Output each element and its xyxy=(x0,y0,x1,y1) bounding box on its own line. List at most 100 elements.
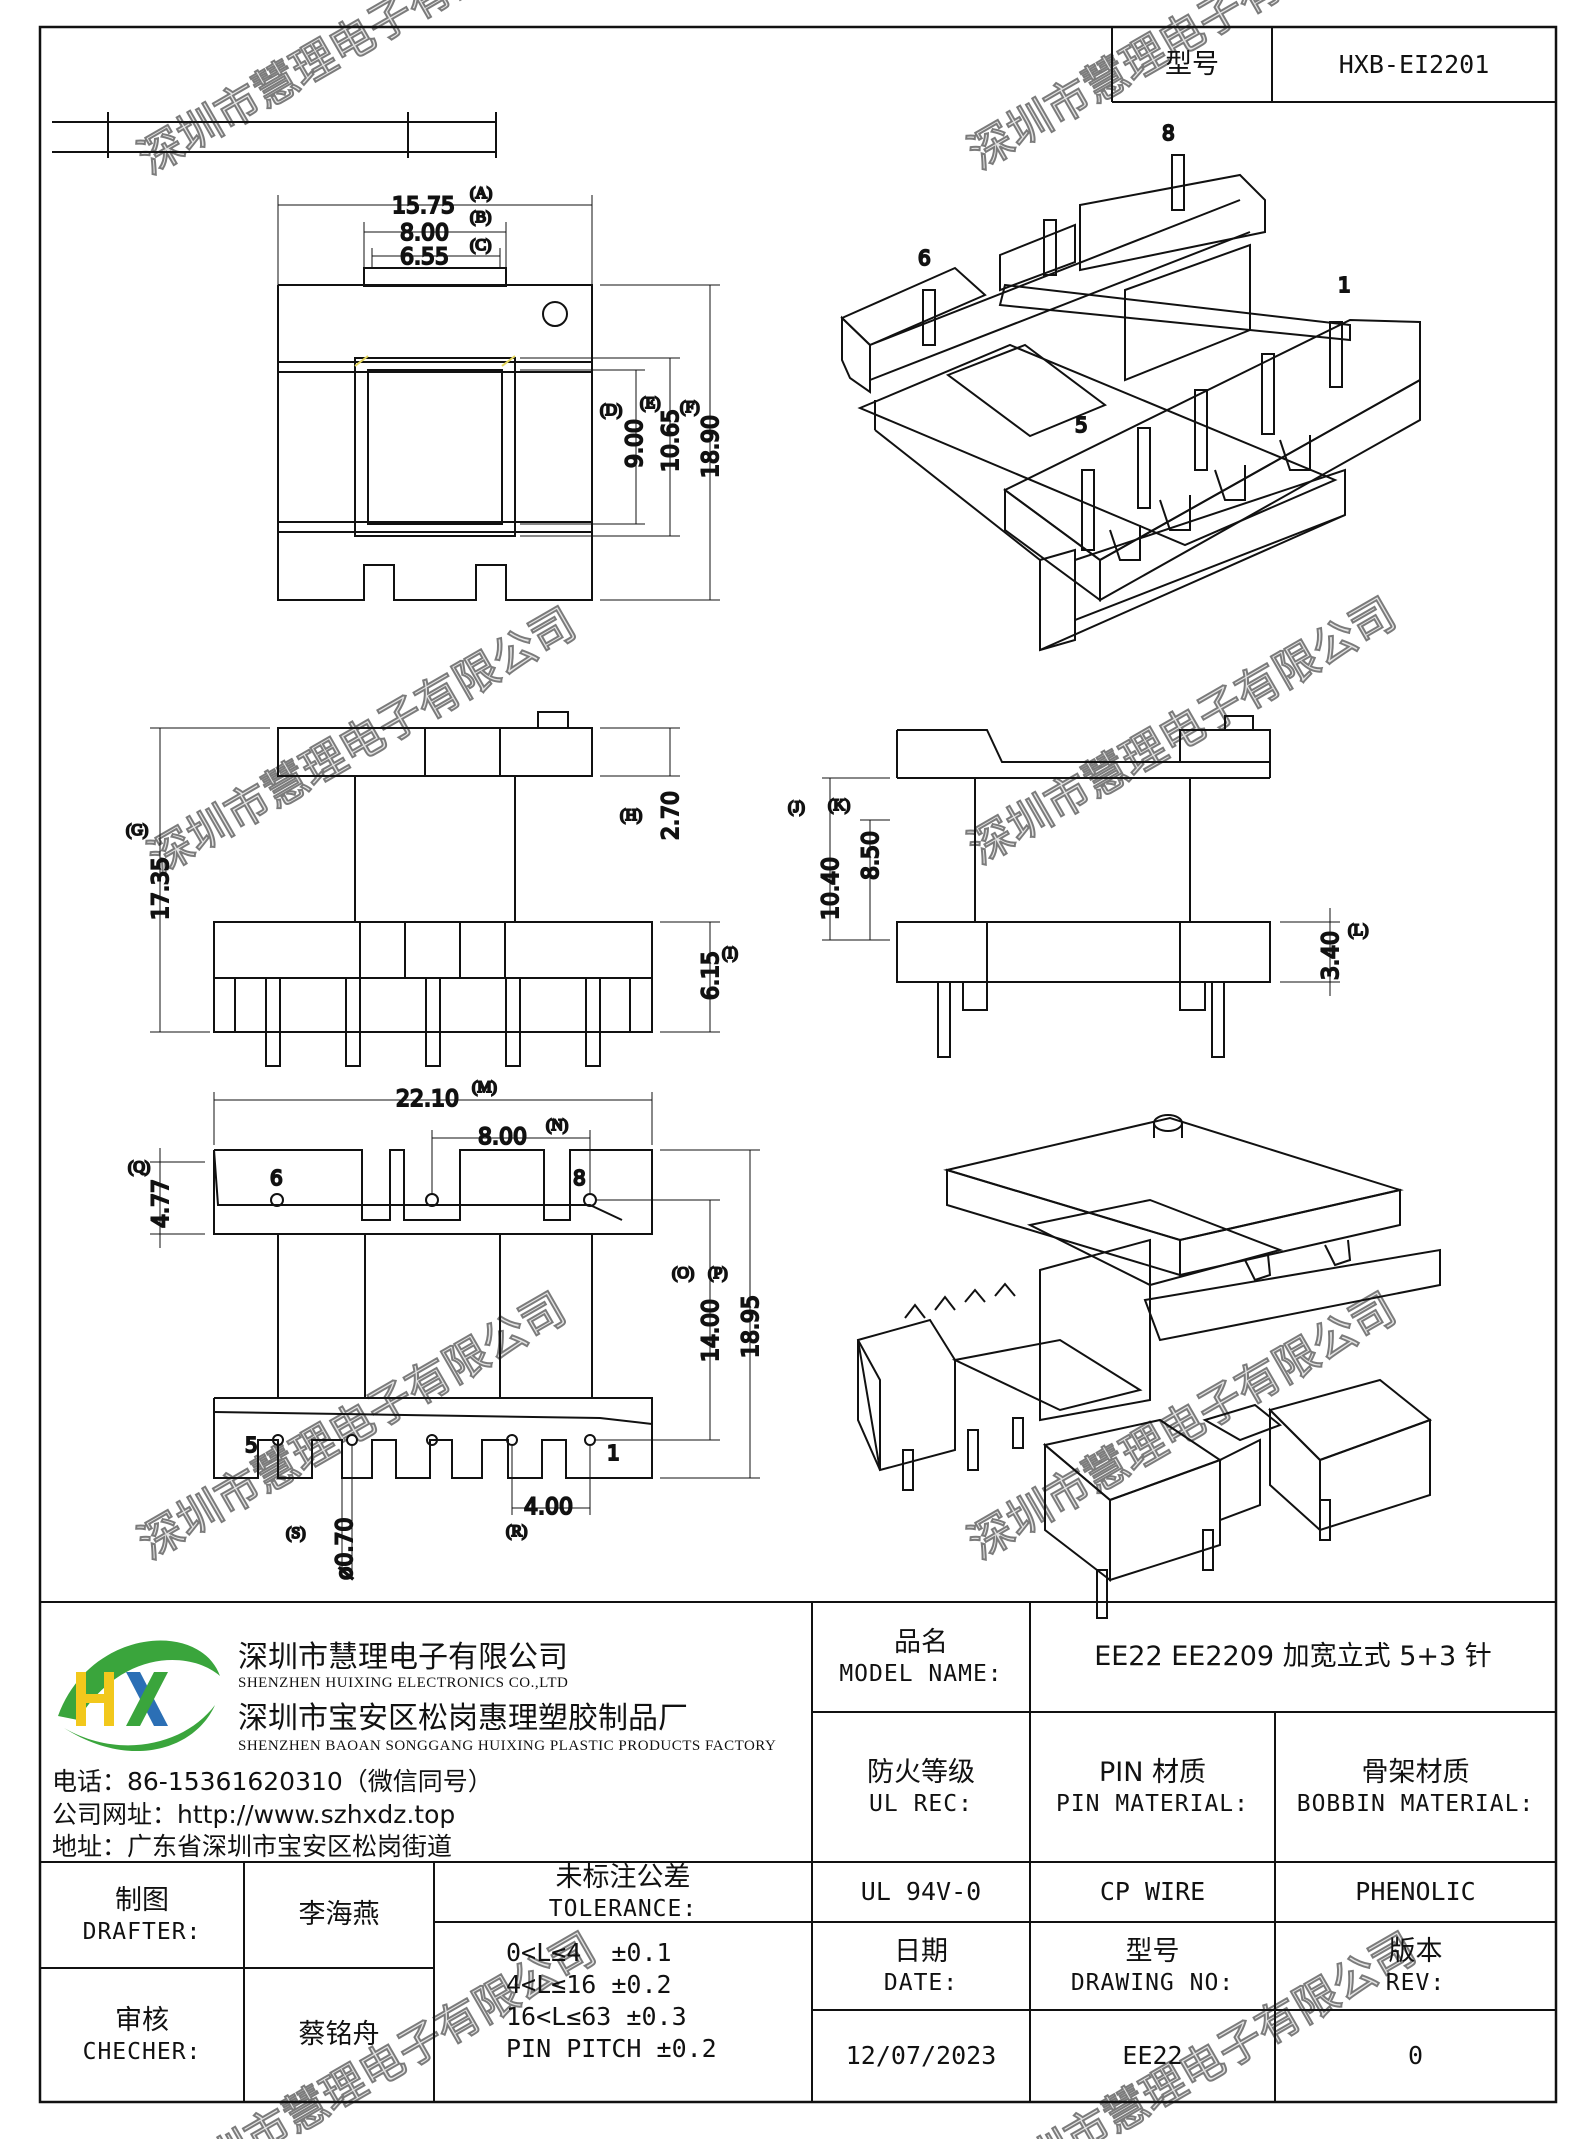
tolerance-label-cn: 未标注公差 xyxy=(555,1861,691,1893)
bottom-view xyxy=(150,1092,760,1575)
dim-a-value: 15.75 xyxy=(392,194,455,219)
dim-i-value: 6.15 xyxy=(699,951,724,1000)
checker-name: 蔡铭舟 xyxy=(298,2019,380,2051)
drawing-no-label-cn: 型号 xyxy=(1125,1935,1180,1967)
product-name-label: 品名 MODEL NAME: xyxy=(812,1602,1030,1712)
dim-k-value: 8.50 xyxy=(859,831,884,880)
product-name-value: EE22 EE2209 加宽立式 5+3 针 xyxy=(1094,1641,1492,1673)
dim-n-value: 8.00 xyxy=(478,1125,527,1150)
dim-j-value: 10.40 xyxy=(819,857,844,920)
tolerance-label-en: TOLERANCE: xyxy=(548,1895,698,1922)
tolerance-line-3: 16<L≤63 ±0.3 xyxy=(506,2002,687,2031)
drawing-no-label: 型号 DRAWING NO: xyxy=(1030,1922,1275,2010)
pin-material-label: PIN 材质 PIN MATERIAL: xyxy=(1030,1712,1275,1862)
dim-f-tag: (F) xyxy=(680,399,700,416)
fire-rating-label: 防火等级 UL REC: xyxy=(812,1712,1030,1862)
dim-c-value: 6.55 xyxy=(400,245,449,270)
dim-p-value: 18.95 xyxy=(739,1295,764,1358)
dim-o-tag: (O) xyxy=(672,1265,694,1282)
dim-c-tag: (C) xyxy=(470,237,491,254)
bobbin-material-label-en: BOBBIN MATERIAL: xyxy=(1296,1790,1535,1817)
rev-label: 版本 REV: xyxy=(1275,1922,1556,2010)
date-label-en: DATE: xyxy=(883,1969,959,1996)
pin-material-label-cn: PIN 材质 xyxy=(1098,1756,1207,1788)
drafter-label: 制图 DRAFTER: xyxy=(40,1862,244,1968)
dim-s-tag: (S) xyxy=(286,1525,306,1542)
tolerance-label: 未标注公差 TOLERANCE: xyxy=(434,1862,812,1922)
rev-label-en: REV: xyxy=(1385,1969,1446,1996)
dim-g-value: 17.35 xyxy=(149,857,174,920)
factory-name-en: SHENZHEN BAOAN SONGGANG HUIXING PLASTIC … xyxy=(238,1738,777,1754)
title-block-grid xyxy=(40,1601,1556,2102)
company-website: 公司网址：http://www.szhxdz.top xyxy=(52,1800,456,1829)
isometric-view-top xyxy=(840,154,1421,652)
iso-pin-label-5: 5 xyxy=(1075,413,1088,437)
product-name-label-cn: 品名 xyxy=(894,1626,948,1658)
dim-r-value: 4.00 xyxy=(524,1495,573,1520)
dim-h-tag: (H) xyxy=(620,807,642,824)
dim-i-tag: (I) xyxy=(722,945,738,962)
model-label: 型号 xyxy=(1165,48,1219,80)
watermark-text: 深圳市慧理电子有限公司 xyxy=(960,588,1405,874)
dim-e-tag: (E) xyxy=(640,395,660,412)
front-view xyxy=(150,711,720,1067)
iso-pin-label-1: 1 xyxy=(1338,273,1351,297)
dim-m-value: 22.10 xyxy=(396,1087,459,1112)
dim-m-tag: (M) xyxy=(472,1079,497,1096)
tolerance-line-4: PIN PITCH ±0.2 xyxy=(506,2034,717,2063)
checker-label-en: CHECHER: xyxy=(82,2038,202,2065)
dim-s-value: ø0.70 xyxy=(333,1518,358,1580)
bobbin-material-value: PHENOLIC xyxy=(1355,1877,1476,1907)
tolerance-line-1: 0<L≤4 ±0.1 xyxy=(506,1938,672,1967)
dim-l-tag: (L) xyxy=(1348,922,1368,939)
dim-f-value: 18.90 xyxy=(699,415,724,478)
watermark-text: 深圳市慧理电子有限公司 xyxy=(960,1283,1405,1569)
pin-material-value: CP WIRE xyxy=(1099,1877,1206,1907)
checker-label: 审核 CHECHER: xyxy=(40,1968,244,2102)
rev-label-cn: 版本 xyxy=(1388,1935,1443,1967)
date-value: 12/07/2023 xyxy=(845,2041,997,2071)
dim-g-tag: (G) xyxy=(126,822,148,839)
dim-r-tag: (R) xyxy=(506,1523,527,1540)
iso-pin-label-6: 6 xyxy=(918,246,931,270)
fire-rating-value: UL 94V-0 xyxy=(860,1877,982,1907)
company-address: 地址：广东省深圳市宝安区松岗街道 xyxy=(52,1832,453,1861)
drafter-label-en: DRAFTER: xyxy=(82,1918,202,1945)
side-view xyxy=(822,715,1340,1058)
dim-n-tag: (N) xyxy=(546,1117,568,1134)
drawing-no-label-en: DRAWING NO: xyxy=(1070,1969,1235,1996)
bobbin-material-label: 骨架材质 BOBBIN MATERIAL: xyxy=(1275,1712,1556,1862)
isometric-view-bottom xyxy=(856,1114,1441,1619)
iso-pin-label-8: 8 xyxy=(1162,121,1175,145)
factory-name-cn: 深圳市宝安区松岗惠理塑胶制品厂 xyxy=(238,1701,688,1736)
dim-d-tag: (D) xyxy=(600,402,622,419)
pin-label-8: 8 xyxy=(573,1166,586,1190)
dim-j-tag: (J) xyxy=(788,799,805,816)
watermark-text: 深圳市慧理电子有限公司 xyxy=(140,598,585,884)
pin-material-label-en: PIN MATERIAL: xyxy=(1055,1790,1249,1817)
drafter-name: 李海燕 xyxy=(298,1899,380,1931)
rev-value: 0 xyxy=(1407,2041,1424,2071)
fire-rating-label-cn: 防火等级 xyxy=(867,1756,975,1788)
dim-q-tag: (Q) xyxy=(128,1159,150,1176)
plate-side-view xyxy=(52,112,497,158)
date-label-cn: 日期 xyxy=(894,1935,948,1967)
dim-h-value: 2.70 xyxy=(659,791,684,840)
tolerance-line-2: 4<L≤16 ±0.2 xyxy=(506,1970,672,1999)
dim-p-tag: (P) xyxy=(708,1265,728,1282)
pin-label-6: 6 xyxy=(270,1166,283,1190)
dim-o-value: 14.00 xyxy=(699,1299,724,1362)
company-logo xyxy=(58,1640,220,1752)
company-name-cn: 深圳市慧理电子有限公司 xyxy=(238,1640,568,1675)
dim-b-value: 8.00 xyxy=(400,221,449,246)
company-phone: 电话：86-15361620310（微信同号） xyxy=(52,1767,493,1796)
dim-a-tag: (A) xyxy=(470,185,492,202)
checker-label-cn: 审核 xyxy=(115,2004,169,2036)
pin-label-5: 5 xyxy=(245,1433,258,1457)
company-name-en: SHENZHEN HUIXING ELECTRONICS CO.,LTD xyxy=(238,1675,569,1691)
dim-q-value: 4.77 xyxy=(149,1179,174,1228)
dim-e-value: 10.65 xyxy=(659,409,684,472)
date-label: 日期 DATE: xyxy=(812,1922,1030,2010)
